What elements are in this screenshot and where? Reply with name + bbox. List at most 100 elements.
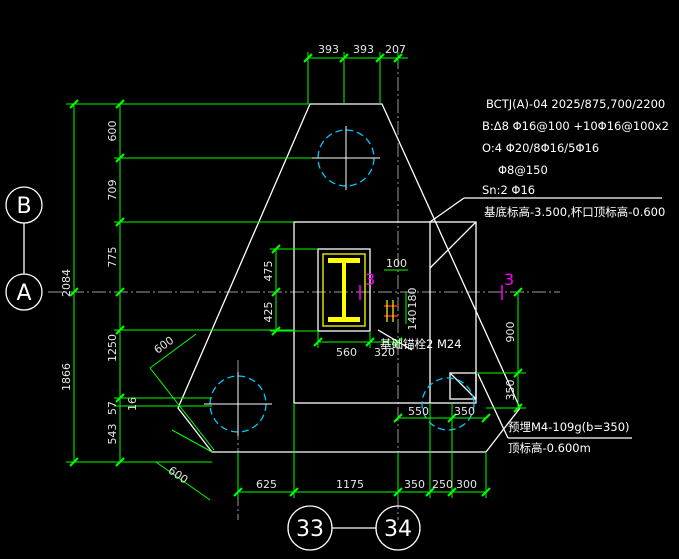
- axis-bubbles: [5, 186, 421, 551]
- section-markers: [359, 285, 503, 300]
- note-line-5: Sn:2 Φ16: [482, 183, 535, 197]
- dim-right-upper: 900: [504, 322, 517, 343]
- tick: [393, 337, 403, 347]
- column-flange-bottom: [328, 317, 360, 322]
- tick: [303, 53, 313, 63]
- tick: [393, 53, 403, 63]
- dim-left-inner-5: 1250: [106, 334, 119, 362]
- dim-pile-upper-ext: [149, 367, 215, 451]
- tick: [513, 403, 523, 413]
- dim-anchor-right-upper: 180: [406, 288, 419, 309]
- tick: [69, 99, 79, 109]
- dim-left-outer-2: 1866: [60, 363, 73, 391]
- axis-label-b: B: [16, 194, 31, 219]
- tick: [313, 337, 323, 347]
- steel-column: [317, 248, 371, 332]
- dim-anchor-right-lower: 140: [406, 310, 419, 331]
- note-line-1: BCTJ(A)-04 2025/875,700/2200: [486, 97, 665, 111]
- dim-bottom-3: 350: [404, 478, 425, 491]
- tick: [115, 99, 125, 109]
- tick: [447, 487, 457, 497]
- section-label-left: 3: [365, 270, 375, 289]
- column-cup: [317, 248, 371, 332]
- dim-left-inner-2: 709: [106, 180, 119, 201]
- dimension-lines: [66, 52, 526, 501]
- tick: [115, 287, 125, 297]
- tick: [375, 53, 385, 63]
- dim-left-inner-1: 600: [106, 121, 119, 142]
- tick: [271, 244, 281, 254]
- tick: [115, 393, 125, 403]
- anchor-marks: [386, 300, 394, 322]
- note-leader-tick: [429, 197, 465, 223]
- embed-leader: [477, 373, 509, 439]
- tick: [481, 413, 491, 423]
- tick: [393, 487, 403, 497]
- dim-col-w-right: 320: [374, 346, 395, 359]
- dim-col-h-upper: 475: [262, 261, 275, 282]
- embed-plate-diagonal: [449, 372, 477, 400]
- tick: [481, 487, 491, 497]
- outline-group: [177, 103, 662, 453]
- dim-pile-lower-ext: [171, 429, 213, 453]
- dim-left-inner-3: 775: [106, 247, 119, 268]
- dim-lower-right-left: 550: [408, 405, 429, 418]
- section-label-right: 3: [504, 270, 514, 289]
- tick: [425, 487, 435, 497]
- tick: [69, 287, 79, 297]
- dim-pile-small: 16: [126, 397, 139, 411]
- pile-centers: [204, 126, 380, 436]
- dim-top-3: 207: [385, 43, 406, 56]
- tick: [513, 287, 523, 297]
- note-line-4: Φ8@150: [498, 163, 548, 177]
- dim-col-h-lower: 425: [262, 302, 275, 323]
- note-line-3: O:4 Φ20/8Φ16/5Φ16: [482, 141, 599, 155]
- dim-bottom-2: 1175: [336, 478, 364, 491]
- dim-right-lower: 350: [504, 380, 517, 401]
- dim-pile-lower-line: [155, 461, 211, 501]
- tick: [365, 337, 375, 347]
- tick: [339, 53, 349, 63]
- column-inner: [322, 253, 366, 327]
- pedestal-diagonal: [429, 221, 477, 269]
- dim-left-outer-1: 2084: [60, 269, 73, 297]
- tick: [115, 325, 125, 335]
- tick: [271, 287, 281, 297]
- cap-outline: [177, 103, 521, 453]
- anchor-bolt-label: 基础锚栓2 M24: [380, 337, 462, 351]
- tick: [513, 368, 523, 378]
- dim-left-inner-7: 543: [106, 424, 119, 445]
- dim-left-inner-6: 57: [106, 401, 119, 415]
- column-web: [342, 263, 346, 317]
- pedestal-outline: [293, 221, 477, 404]
- dim-anchor-top: 100: [386, 257, 407, 270]
- embed-label-1: 预埋M4-109g(b=350): [508, 420, 630, 434]
- dim-bottom-5: 300: [456, 478, 477, 491]
- axis-label-34: 34: [384, 517, 412, 542]
- pile-bottom-right: [421, 377, 475, 431]
- dim-col-w-left: 560: [336, 346, 357, 359]
- tick: [69, 457, 79, 467]
- column-flange-top: [328, 258, 360, 263]
- anchor-leader: [377, 329, 413, 351]
- tick: [393, 413, 403, 423]
- dimension-ticks: [69, 53, 523, 497]
- tick: [233, 487, 243, 497]
- tick: [289, 487, 299, 497]
- note-line-2: B:Δ8 Φ16@100 +10Φ16@100x2: [482, 119, 669, 133]
- tick: [115, 153, 125, 163]
- dim-lower-right-right: 350: [454, 405, 475, 418]
- dim-pile-upper-line: [149, 333, 197, 369]
- dim-pile-upper: 600: [152, 334, 177, 357]
- axis-label-33: 33: [296, 517, 324, 542]
- tick: [115, 217, 125, 227]
- anchor-group: [384, 305, 398, 317]
- embed-plate: [449, 372, 477, 400]
- dim-top-1: 393: [318, 43, 339, 56]
- dim-top-2: 393: [353, 43, 374, 56]
- tick: [447, 413, 457, 423]
- tick: [271, 326, 281, 336]
- tick: [115, 457, 125, 467]
